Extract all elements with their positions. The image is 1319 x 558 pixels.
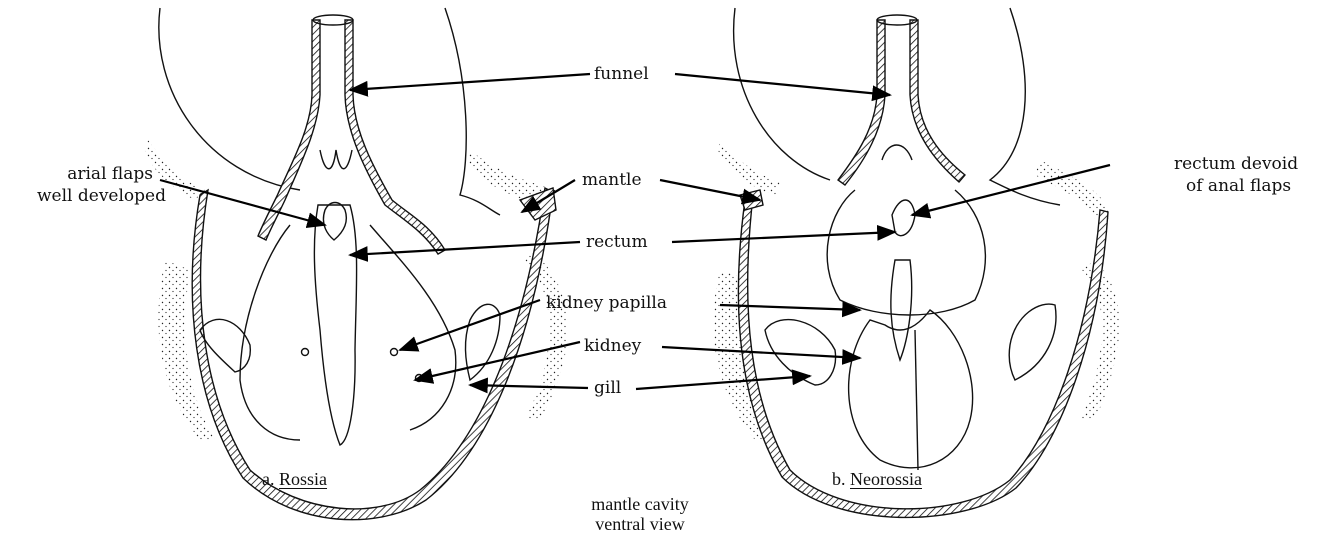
neorossia-visceral-sac <box>827 190 985 315</box>
rossia-kidney-papilla-right <box>391 349 398 356</box>
arrow-mantle-b <box>660 180 760 200</box>
neorossia-kidney <box>849 310 973 468</box>
neorossia-rectum <box>891 260 912 360</box>
label-rectum-devoid-line2: of anal flaps <box>1186 178 1291 195</box>
label-mantle: mantle <box>582 172 642 189</box>
rossia-rectum <box>314 205 356 445</box>
caption-a-prefix: a. <box>262 469 275 489</box>
label-kidney-papilla: kidney papilla <box>546 295 667 312</box>
arrow-gill-a <box>470 385 588 388</box>
arrow-rectum-a <box>350 242 580 255</box>
arrow-kidney-b <box>662 347 860 358</box>
label-gill: gill <box>594 380 621 397</box>
label-rectum: rectum <box>586 234 648 251</box>
label-arial-flaps-line2: well developed <box>18 188 166 205</box>
neorossia-stipple-right <box>1035 160 1110 220</box>
rossia-right-organ <box>370 225 456 430</box>
neorossia-funnel-valve <box>882 145 912 160</box>
caption-a-genus: Rossia <box>279 469 327 489</box>
neorossia-rectum-tip <box>892 200 915 236</box>
rossia-left-organ <box>240 225 300 440</box>
neorossia-kidney-midline <box>915 330 918 470</box>
caption-a: a. Rossia <box>262 470 327 488</box>
arrow-arial-flaps <box>160 180 325 225</box>
rossia-funnel-wall-left <box>258 20 320 240</box>
arrow-funnel-b <box>675 74 890 95</box>
neorossia-funnel-wall-right <box>910 20 965 182</box>
caption-center-line1: mantle cavity <box>520 495 760 513</box>
neorossia-mantle-wall <box>738 196 1108 517</box>
rossia-kidney-papilla-left <box>302 349 309 356</box>
rossia-head-outline <box>159 8 300 190</box>
neorossia-gill-right <box>1009 304 1056 380</box>
rossia-anal-flaps <box>323 203 346 241</box>
caption-b: b. Neorossia <box>832 470 922 488</box>
arrow-rectum-b <box>672 232 895 242</box>
neorossia-head-outline <box>734 8 830 180</box>
label-funnel: funnel <box>594 66 649 83</box>
caption-center-line2: ventral view <box>520 515 760 533</box>
rossia-funnel-valve <box>320 150 352 169</box>
label-arial-flaps-line1: arial flaps <box>18 166 153 183</box>
rossia-drawing <box>145 8 568 520</box>
neorossia-funnel-wall-left <box>838 20 885 185</box>
label-kidney: kidney <box>584 338 641 355</box>
label-rectum-devoid-line1: rectum devoid <box>1174 156 1298 173</box>
neorossia-stipple-left <box>718 140 780 195</box>
rossia-mantle-wall <box>192 188 553 520</box>
arrow-funnel-a <box>350 74 590 90</box>
rossia-funnel-wall-right <box>345 20 445 254</box>
caption-b-prefix: b. <box>832 469 846 489</box>
caption-b-genus: Neorossia <box>850 469 922 489</box>
